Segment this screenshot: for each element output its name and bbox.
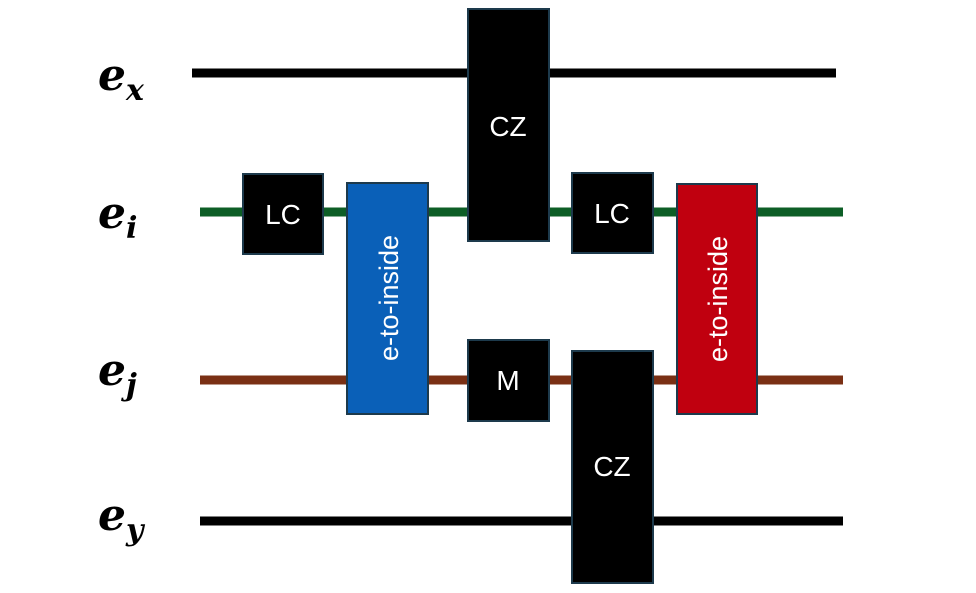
svg-text:LC: LC (265, 199, 301, 230)
svg-text:M: M (496, 365, 519, 396)
gate-lc-1: LC (242, 173, 324, 255)
wire-label-ej: ej (98, 345, 137, 403)
gate-lc-2: LC (571, 172, 654, 254)
wire-label-ex: ex (98, 50, 145, 108)
svg-text:e-to-inside: e-to-inside (374, 235, 404, 361)
svg-text:ex: ex (98, 50, 145, 108)
gate-m: M (467, 339, 550, 422)
gate-e-to-inside-2: e-to-inside (676, 183, 758, 415)
wire-label-ey: ey (98, 490, 146, 548)
svg-text:e-to-inside: e-to-inside (703, 236, 733, 362)
svg-text:CZ: CZ (489, 111, 526, 142)
svg-text:CZ: CZ (593, 451, 630, 482)
svg-text:ej: ej (98, 345, 137, 403)
gate-e-to-inside-1: e-to-inside (346, 182, 429, 415)
wire-label-ei: ei (98, 188, 137, 246)
svg-text:ei: ei (98, 188, 137, 246)
gate-cz-2: CZ (571, 350, 654, 584)
svg-text:ey: ey (98, 490, 146, 548)
svg-text:LC: LC (594, 198, 630, 229)
gate-cz-1: CZ (467, 8, 550, 242)
